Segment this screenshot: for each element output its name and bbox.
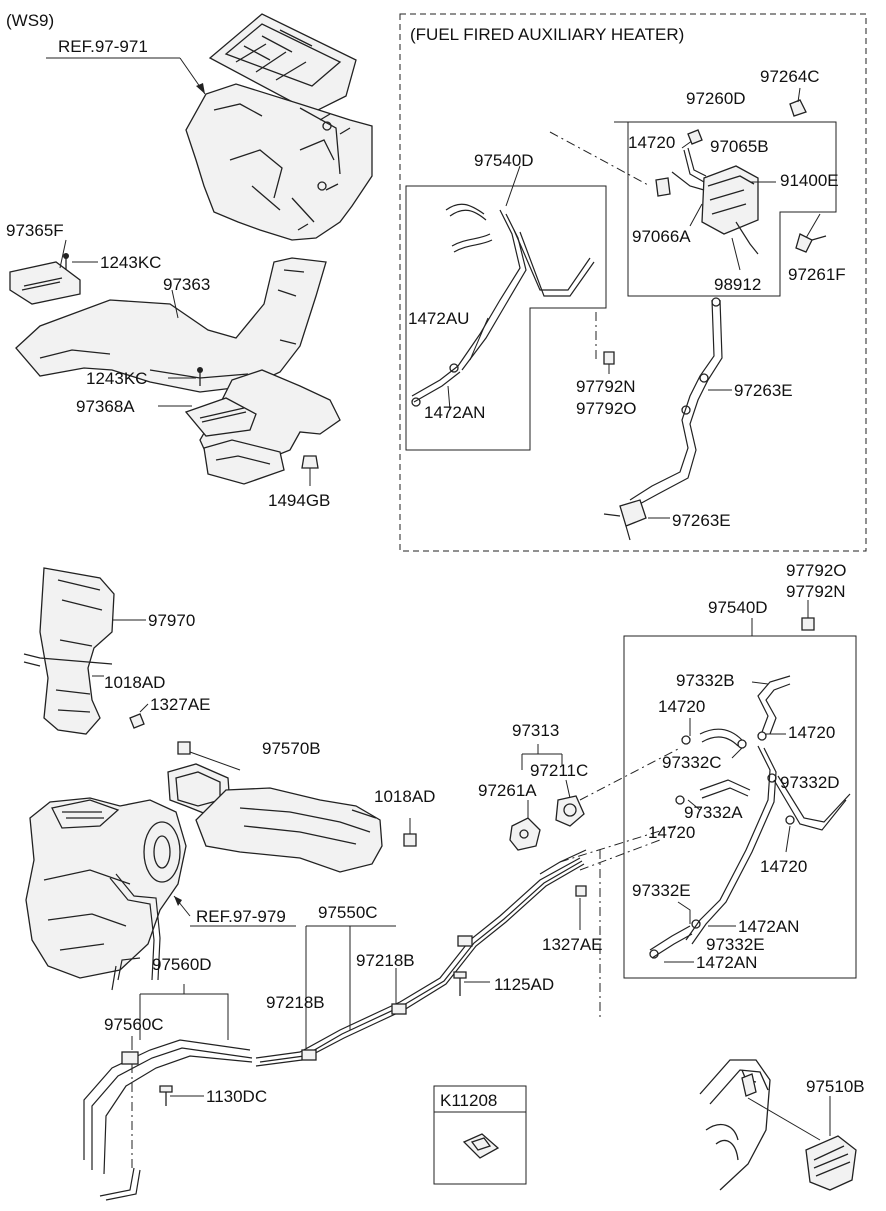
label-97332A[interactable]: 97332A <box>684 803 743 822</box>
label-97263E-a[interactable]: 97263E <box>734 381 793 400</box>
label-97263E-b[interactable]: 97263E <box>672 511 731 530</box>
label-97560D[interactable]: 97560D <box>152 955 212 974</box>
label-98912[interactable]: 98912 <box>714 275 761 294</box>
heater-unit-top <box>185 13 373 241</box>
label-97792N-top[interactable]: 97792N <box>576 377 636 396</box>
label-14720-r4[interactable]: 14720 <box>760 857 807 876</box>
label-97540D-top[interactable]: 97540D <box>474 151 534 170</box>
bracket-97261A <box>509 817 541 851</box>
label-14720-r2[interactable]: 14720 <box>788 723 835 742</box>
label-14720-r1[interactable]: 14720 <box>658 697 705 716</box>
label-97313[interactable]: 97313 <box>512 721 559 740</box>
label-14720-r3[interactable]: 14720 <box>648 823 695 842</box>
fuel-fired-heater <box>655 147 759 255</box>
label-97363[interactable]: 97363 <box>163 275 210 294</box>
main-pipe-run <box>83 849 587 1201</box>
label-1472AN-r2[interactable]: 1472AN <box>696 953 757 972</box>
label-97792O-top[interactable]: 97792O <box>576 399 637 418</box>
ref-97-979-label[interactable]: REF.97-979 <box>196 907 286 926</box>
label-97332E-b[interactable]: 97332E <box>706 935 765 954</box>
label-97540D-r[interactable]: 97540D <box>708 598 768 617</box>
ref-97-971-label[interactable]: REF.97-971 <box>58 37 148 56</box>
model-code: (WS9) <box>6 11 54 30</box>
aux-heater-frame <box>399 13 867 552</box>
label-97332C[interactable]: 97332C <box>662 753 722 772</box>
label-1018AD-b[interactable]: 1018AD <box>374 787 435 806</box>
label-14720-top[interactable]: 14720 <box>628 133 675 152</box>
label-97211C[interactable]: 97211C <box>530 761 588 780</box>
label-97792O-r[interactable]: 97792O <box>786 561 847 580</box>
rear-duct-97570B <box>167 763 383 873</box>
label-97560C[interactable]: 97560C <box>104 1015 164 1034</box>
label-97218B-b[interactable]: 97218B <box>266 993 325 1012</box>
label-97066A[interactable]: 97066A <box>632 227 691 246</box>
label-1327AE-a[interactable]: 1327AE <box>150 695 211 714</box>
label-1494GB[interactable]: 1494GB <box>268 491 330 510</box>
heater-unit-front <box>25 797 187 991</box>
grommet-97211C <box>555 795 585 827</box>
label-97570B[interactable]: 97570B <box>262 739 321 758</box>
label-97550C[interactable]: 97550C <box>318 903 378 922</box>
heater-unit-box <box>614 121 837 297</box>
label-97065B[interactable]: 97065B <box>710 137 769 156</box>
label-97510B[interactable]: 97510B <box>806 1077 865 1096</box>
label-97970[interactable]: 97970 <box>148 611 195 630</box>
label-97218B-a[interactable]: 97218B <box>356 951 415 970</box>
label-97264C[interactable]: 97264C <box>760 67 820 86</box>
label-97261A[interactable]: 97261A <box>478 781 537 800</box>
aux-heater-title: (FUEL FIRED AUXILIARY HEATER) <box>410 25 684 44</box>
side-duct-97970 <box>23 567 115 735</box>
fuel-pipe-set-top <box>411 203 595 407</box>
label-97332B[interactable]: 97332B <box>676 671 735 690</box>
label-97332D[interactable]: 97332D <box>780 773 840 792</box>
label-1472AU[interactable]: 1472AU <box>408 309 469 328</box>
label-91400E[interactable]: 91400E <box>780 171 839 190</box>
exhaust-pipe <box>603 297 723 541</box>
label-97261F[interactable]: 97261F <box>788 265 846 284</box>
pipe-set-box-right <box>623 635 857 979</box>
label-1125AD[interactable]: 1125AD <box>494 975 554 994</box>
label-97792N-r[interactable]: 97792N <box>786 582 846 601</box>
label-97260D[interactable]: 97260D <box>686 89 746 108</box>
label-1018AD-a[interactable]: 1018AD <box>104 673 165 692</box>
leader-97365F <box>59 239 67 269</box>
label-1130DC[interactable]: 1130DC <box>206 1087 267 1106</box>
label-1327AE-b[interactable]: 1327AE <box>542 935 603 954</box>
label-97332E-a[interactable]: 97332E <box>632 881 691 900</box>
catalog-code: K11208 <box>440 1091 497 1110</box>
label-1243KC-b[interactable]: 1243KC <box>86 369 147 388</box>
fuel-pipe-set-right <box>649 675 851 959</box>
label-97365F[interactable]: 97365F <box>6 221 64 240</box>
label-97368A[interactable]: 97368A <box>76 397 135 416</box>
pipe-set-box-top <box>405 185 607 451</box>
outlet-97510B <box>699 1059 857 1191</box>
label-1472AN-r1[interactable]: 1472AN <box>738 917 799 936</box>
catalog-box <box>433 1085 527 1185</box>
label-1243KC-a[interactable]: 1243KC <box>100 253 161 272</box>
label-1472AN-top[interactable]: 1472AN <box>424 403 485 422</box>
